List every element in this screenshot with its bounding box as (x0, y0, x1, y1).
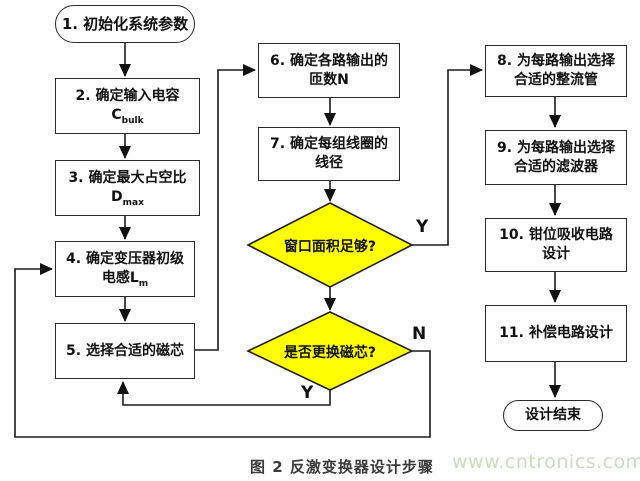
node-7-line2: 线径 (315, 155, 343, 171)
node-8-rectifier: 8. 为每路输出选择 合适的整流管 (485, 45, 627, 97)
edge-d2-no-to-4 (14, 263, 431, 438)
node-5-label: 5. 选择合适的磁芯 (66, 342, 184, 359)
node-7-wire-diameter: 7. 确定每组线圈的 线径 (258, 127, 400, 181)
node-2-line2: Cbulk (111, 106, 143, 126)
node-7-line1: 7. 确定每组线圈的 (270, 136, 388, 152)
node-3-line2: Dmax (111, 188, 144, 208)
node-4-symbol: 电感L (101, 269, 139, 286)
node-3-line1: 3. 确定最大占空比 (68, 169, 187, 186)
figure-caption: 图 2 反激变换器设计步骤 (250, 458, 434, 476)
node-6-line2: 匝数N (309, 71, 349, 88)
node-9-filter: 9. 为每路输出选择 合适的滤波器 (485, 130, 627, 185)
node-2-subscript: bulk (121, 115, 144, 126)
node-9-line2: 合适的滤波器 (514, 158, 598, 175)
decision-window-area-diamond (246, 202, 414, 288)
node-5-select-core: 5. 选择合适的磁芯 (55, 323, 195, 379)
node-start: 1. 初始化系统参数 (55, 5, 195, 43)
node-9-line1: 9. 为每路输出选择 (497, 139, 615, 156)
edge-label-d2-no: N (412, 324, 427, 344)
edge-label-d2-yes: Y (301, 383, 314, 403)
node-3-subscript: max (122, 197, 144, 208)
watermark-text: www.cntronics.com (452, 451, 640, 473)
decision-change-core-label: 是否更换磁芯? (283, 345, 377, 361)
node-end-label: 设计结束 (525, 407, 581, 423)
node-start-label: 1. 初始化系统参数 (61, 14, 189, 33)
node-6-output-turns: 6. 确定各路输出的 匝数N (258, 43, 400, 98)
node-2-input-capacitor: 2. 确定输入电容 Cbulk (55, 78, 200, 134)
node-4-line1: 4. 确定变压器初级 (66, 250, 184, 267)
node-6-line1: 6. 确定各路输出的 (270, 52, 388, 69)
node-10-line2: 设计 (542, 246, 570, 262)
node-3-symbol: D (111, 188, 123, 205)
decision-change-core-diamond (246, 311, 414, 391)
decision-window-area-label: 窗口面积足够? (283, 239, 377, 255)
edge-5-to-6 (195, 64, 256, 351)
node-end: 设计结束 (503, 400, 603, 431)
node-11-compensation: 11. 补偿电路设计 (485, 305, 627, 362)
edge-d2-yes-to-5 (117, 381, 331, 406)
node-2-line1: 2. 确定输入电容 (75, 87, 180, 104)
node-10-clamp-snubber: 10. 钳位吸收电路 设计 (485, 218, 627, 272)
connector-lines (14, 43, 561, 438)
node-2-symbol: C (111, 106, 122, 123)
node-4-primary-inductance: 4. 确定变压器初级 电感Lm (55, 241, 195, 297)
node-8-line2: 合适的整流管 (514, 72, 598, 88)
node-4-subscript: m (138, 278, 149, 289)
node-4-line2: 电感Lm (102, 269, 148, 289)
node-8-line1: 8. 为每路输出选择 (497, 53, 615, 69)
node-3-max-duty-cycle: 3. 确定最大占空比 Dmax (55, 160, 200, 216)
edge-label-d1-yes: Y (416, 217, 429, 237)
node-10-line1: 10. 钳位吸收电路 (499, 227, 613, 243)
node-11-label: 11. 补偿电路设计 (499, 325, 613, 341)
edge-d1-yes-to-8 (412, 64, 483, 246)
